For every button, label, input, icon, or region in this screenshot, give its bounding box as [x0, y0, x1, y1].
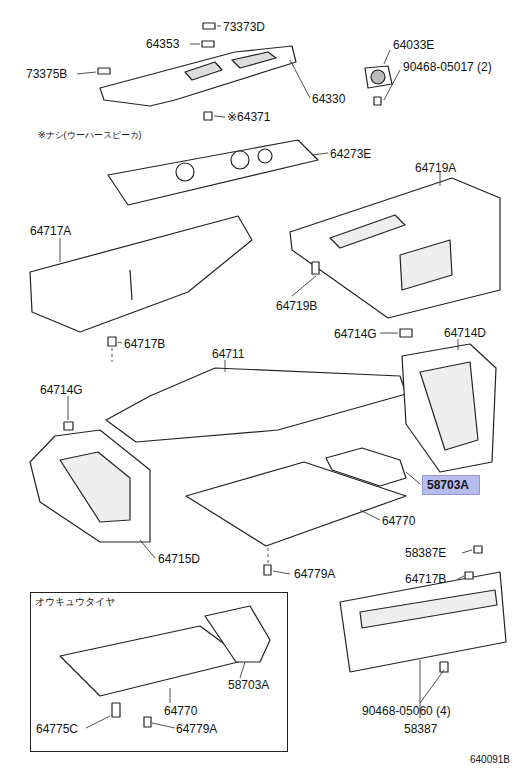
callout-number: 64330 [312, 92, 345, 106]
callout-number: 64719B [276, 299, 317, 313]
callout-number: 64033E [393, 38, 434, 52]
callout-number: 64717B [124, 337, 165, 351]
callout-number: 64714D [444, 326, 486, 340]
callout-number: 90468-05060 (4) [362, 704, 451, 718]
inset-frame: オウキュウタイヤ [30, 592, 288, 752]
callout-number: 58387E [405, 546, 446, 560]
node-text: 58703A [427, 478, 475, 492]
callout-number: ※ナシ(ウーハースピーカ) [38, 128, 142, 142]
callout-number: 73375B [26, 67, 67, 81]
callout-number: 64353 [146, 37, 179, 51]
callout-number: 64711 [212, 347, 244, 361]
callout-number: 58703A [228, 678, 269, 692]
callout-number: 640091B [470, 753, 510, 767]
callout-number: 64273E [330, 147, 371, 161]
callout-number: 64715D [158, 552, 200, 566]
callout-number: 64770 [164, 704, 197, 718]
callout-number: 64779A [176, 722, 217, 736]
callout-number: 64717A [30, 224, 71, 238]
callout-number: 64770 [382, 514, 415, 528]
node-text: オウキュウタイヤ [35, 595, 283, 609]
callout-number: 73373D [223, 20, 265, 34]
callout-number: 64717B [405, 572, 446, 586]
callout-number: ※64371 [227, 110, 270, 124]
callout-number: 58387 [404, 722, 437, 736]
callout-number: 90468-05017 (2) [403, 60, 492, 74]
highlighted-part-number: 58703A [422, 475, 480, 495]
callout-number: 64714G [40, 383, 83, 397]
callout-number: 64775C [36, 722, 78, 736]
callout-number: 64714G [334, 327, 377, 341]
callout-number: 64779A [294, 567, 335, 581]
callout-number: 64719A [415, 161, 456, 175]
